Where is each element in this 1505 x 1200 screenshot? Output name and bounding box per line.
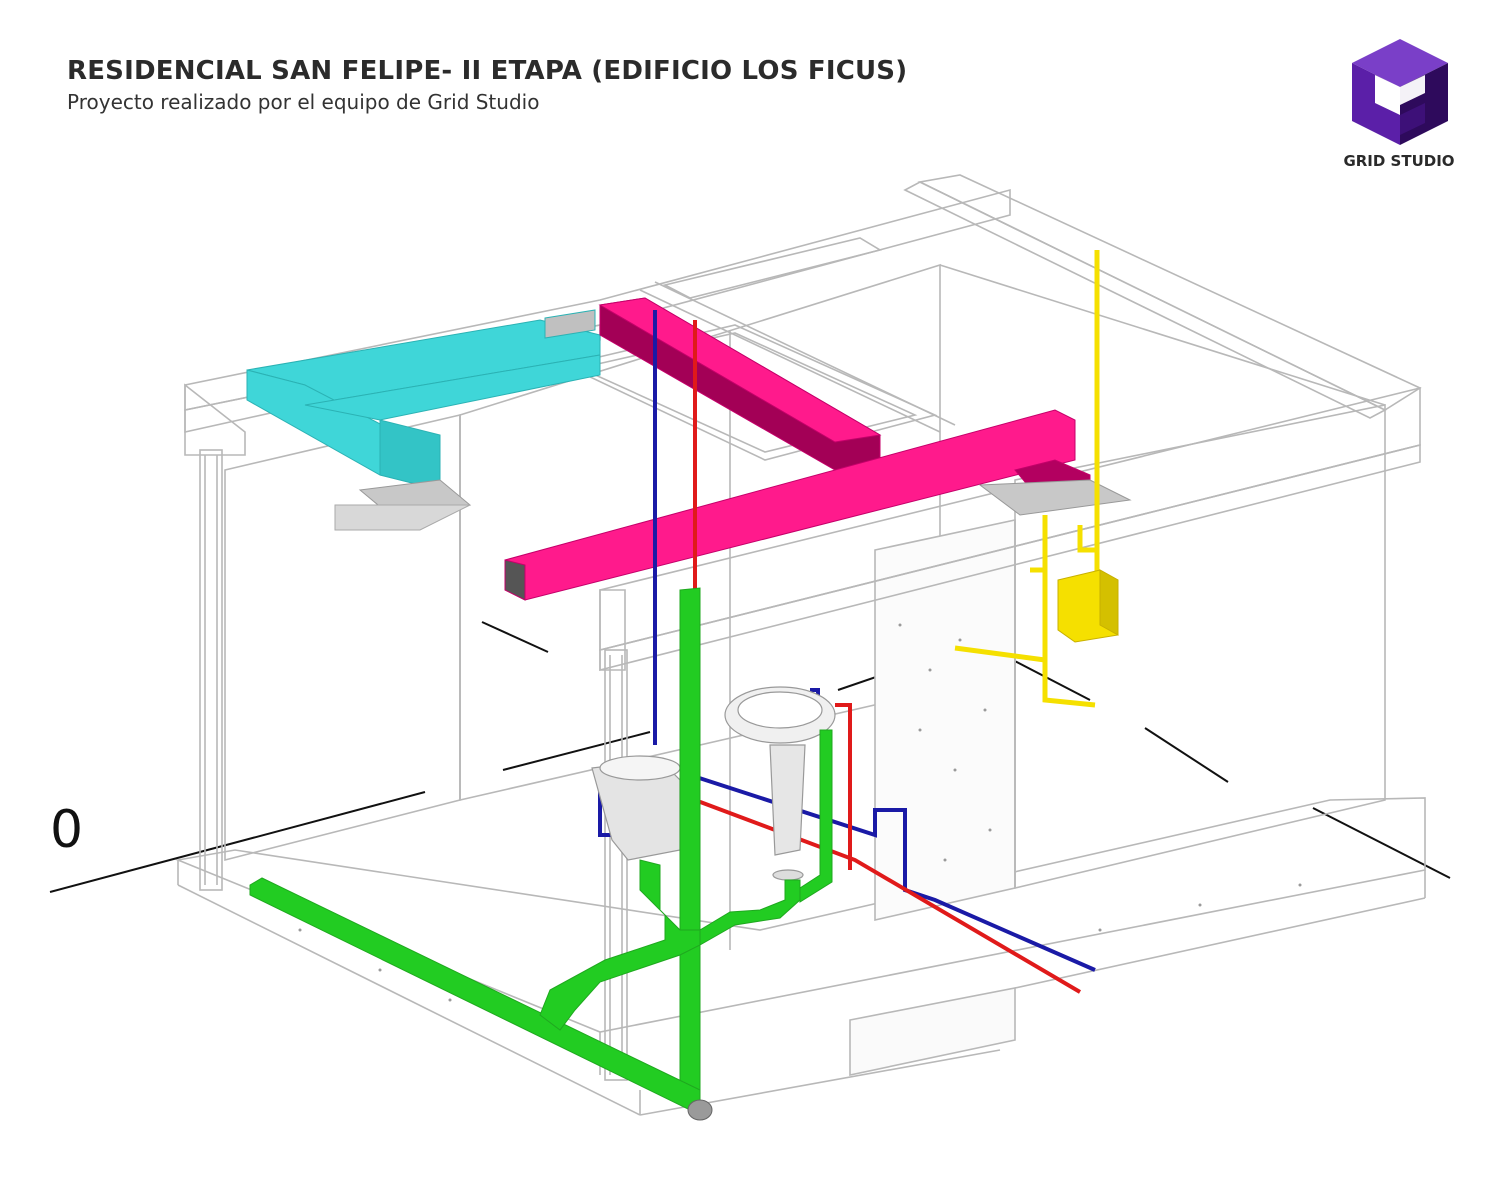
gas-pipe [954, 250, 1100, 708]
lavatory-sink [724, 686, 836, 881]
page-title: RESIDENCIAL SAN FELIPE- II ETAPA (EDIFIC… [67, 56, 908, 86]
logo-label: GRID STUDIO [1343, 152, 1455, 170]
cold-water-pipe [598, 310, 1096, 972]
grid-lines [49, 621, 1451, 893]
page-subtitle: Proyecto realizado por el equipo de Grid… [67, 90, 540, 114]
gas-meter [1057, 569, 1119, 643]
toilet [591, 755, 681, 861]
drainage-pipe [249, 587, 833, 1111]
mep-3d-model [49, 174, 1451, 1121]
diffuser-right [978, 479, 1132, 516]
hvac-return-duct [504, 297, 1091, 601]
drain-cleanout [687, 1099, 713, 1121]
cube-logo-icon [1352, 39, 1448, 145]
hot-water-pipe [693, 320, 1082, 994]
structure-wireframe [175, 174, 1426, 1116]
grid-marker: 0 [50, 800, 84, 860]
hvac-supply-duct [246, 309, 601, 491]
